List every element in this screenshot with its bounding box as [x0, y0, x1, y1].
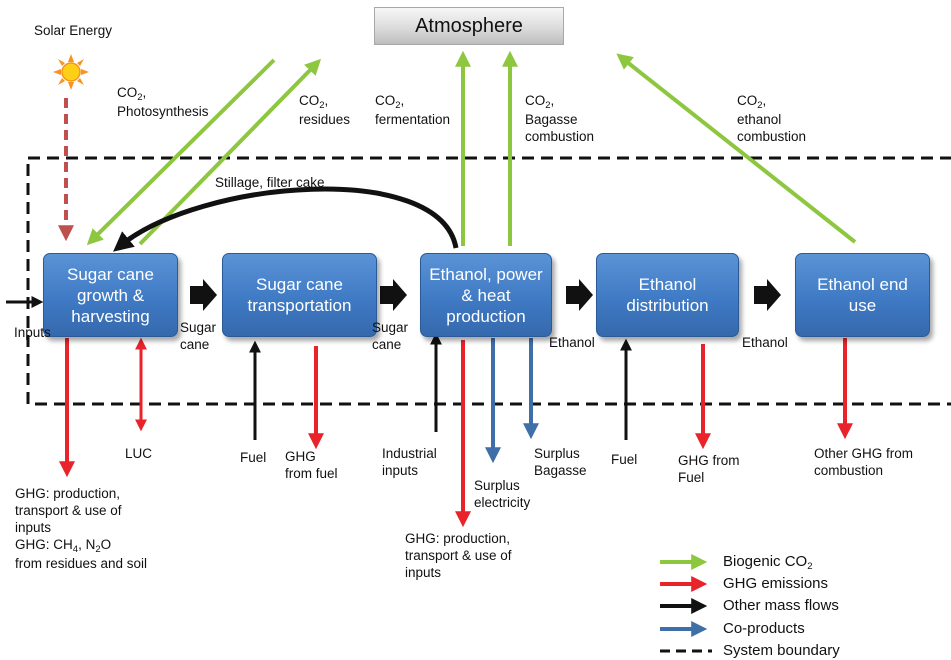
- legend-coproducts-label: Co-products: [723, 620, 805, 637]
- co2-ethanol-label: CO2, ethanol combustion: [737, 93, 807, 144]
- atmosphere-label: Atmosphere: [415, 14, 523, 37]
- box-transport-label: Sugar cane transportation: [247, 275, 352, 315]
- ethanol-label-1: Ethanol: [549, 335, 595, 350]
- legend-ghg-label: GHG emissions: [723, 575, 829, 592]
- legend-mass-label: Other mass flows: [723, 597, 839, 614]
- inputs-label: Inputs: [14, 325, 51, 340]
- flow-arrow-1: [190, 279, 217, 311]
- box-sugar-cane-growth: Sugar cane growth & harvesting: [43, 253, 178, 337]
- stillage-label: Stillage, filter cake: [215, 175, 325, 190]
- atmosphere-box: Atmosphere: [374, 7, 564, 45]
- ghg-growth-label: GHG: production, transport & use of inpu…: [15, 486, 148, 571]
- fuel-label-2: Fuel: [611, 452, 638, 467]
- sun-icon: [53, 54, 89, 90]
- box-production-label: Ethanol, power & heat production: [429, 264, 543, 326]
- flow-arrow-3: [566, 279, 593, 311]
- ghg-production-label: GHG: production, transport & use of inpu…: [405, 531, 512, 580]
- co2-photosynthesis-label: CO2, Photosynthesis: [117, 85, 209, 119]
- ethanol-label-2: Ethanol: [742, 335, 788, 350]
- co2-photosynthesis-arrow: [86, 58, 276, 246]
- co2-ethanol-arrow: [616, 53, 857, 244]
- co2-bagasse-label: CO2, Bagasse combustion: [525, 93, 595, 144]
- flow-arrow-2: [380, 279, 407, 311]
- legend-biogenic-label: Biogenic CO2: [723, 553, 813, 572]
- co2-residues-arrow: [138, 58, 322, 246]
- co2-residues-label: CO2, residues: [299, 93, 351, 127]
- flow-arrow-4: [754, 279, 781, 311]
- box-ethanol-end-use: Ethanol end use: [795, 253, 930, 337]
- stillage-arrow: [113, 186, 459, 252]
- box-ethanol-production: Ethanol, power & heat production: [420, 253, 552, 337]
- solar-energy-label: Solar Energy: [34, 23, 113, 38]
- co2-fermentation-label: CO2, fermentation: [375, 93, 451, 127]
- luc-label: LUC: [125, 446, 153, 461]
- box-growth-label: Sugar cane growth & harvesting: [67, 264, 154, 326]
- box-ethanol-distribution: Ethanol distribution: [596, 253, 739, 337]
- box-distribution-label: Ethanol distribution: [626, 275, 709, 315]
- fuel-label-1: Fuel: [240, 450, 267, 465]
- legend-boundary-label: System boundary: [723, 642, 840, 659]
- box-sugar-cane-transportation: Sugar cane transportation: [222, 253, 377, 337]
- box-enduse-label: Ethanol end use: [817, 275, 908, 315]
